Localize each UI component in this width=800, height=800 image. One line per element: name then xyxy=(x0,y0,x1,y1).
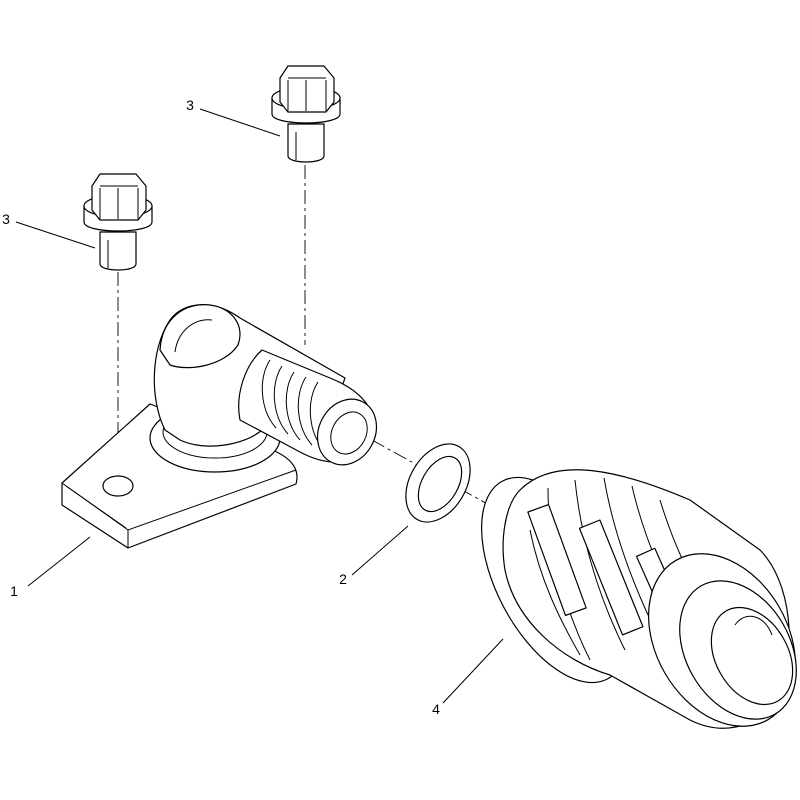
ribbed-cap-part-4 xyxy=(481,469,797,729)
callout-4: 4 xyxy=(432,701,440,717)
callout-3-left: 3 xyxy=(2,211,10,227)
flange-bolt-hole xyxy=(102,475,134,497)
leader-line-2 xyxy=(351,525,409,576)
callout-1: 1 xyxy=(10,583,18,599)
bolt-right-part-3 xyxy=(271,65,341,163)
leader-line-3-left xyxy=(15,221,96,249)
elbow-fitting-part-1 xyxy=(61,304,378,549)
leader-line-4 xyxy=(442,638,504,704)
leader-line-1 xyxy=(27,536,91,587)
leader-line-3-right xyxy=(199,108,281,137)
callout-2: 2 xyxy=(339,571,347,587)
cap-opening xyxy=(710,606,794,706)
bolt-left-part-3 xyxy=(83,173,153,271)
washer-part-2 xyxy=(405,443,471,523)
callout-3-right: 3 xyxy=(186,97,194,113)
